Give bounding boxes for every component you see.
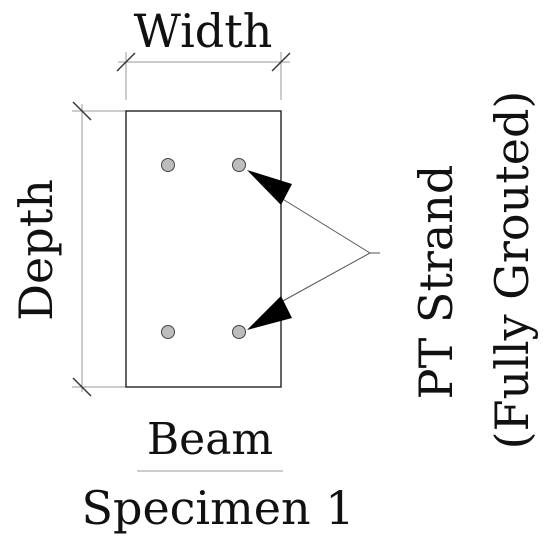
caption-title: Beam	[147, 414, 273, 465]
caption-subtitle: Specimen 1	[81, 481, 354, 535]
depth-tick-bottom	[72, 377, 92, 397]
beam-section-outline	[125, 110, 282, 388]
depth-label: Depth	[9, 179, 63, 321]
strand-label-line1: PT Strand	[409, 165, 463, 400]
width-label: Width	[134, 4, 273, 58]
width-tick-left	[116, 52, 136, 72]
width-dimension: Width	[116, 4, 291, 100]
arrowhead-upper	[247, 170, 292, 205]
width-tick-right	[271, 52, 291, 72]
arrowhead-lower	[247, 296, 292, 330]
leader-line-upper	[280, 197, 371, 254]
strand-bottom-left	[161, 325, 175, 339]
strand-leader	[247, 170, 380, 330]
leader-line-lower	[280, 252, 371, 303]
strand-label-line2: (Fully Grouted)	[485, 91, 539, 450]
strand-top-right	[232, 158, 246, 172]
strand-top-left	[161, 158, 175, 172]
depth-tick-top	[72, 101, 92, 121]
depth-dimension: Depth	[9, 101, 126, 397]
strand-bottom-right	[232, 325, 246, 339]
